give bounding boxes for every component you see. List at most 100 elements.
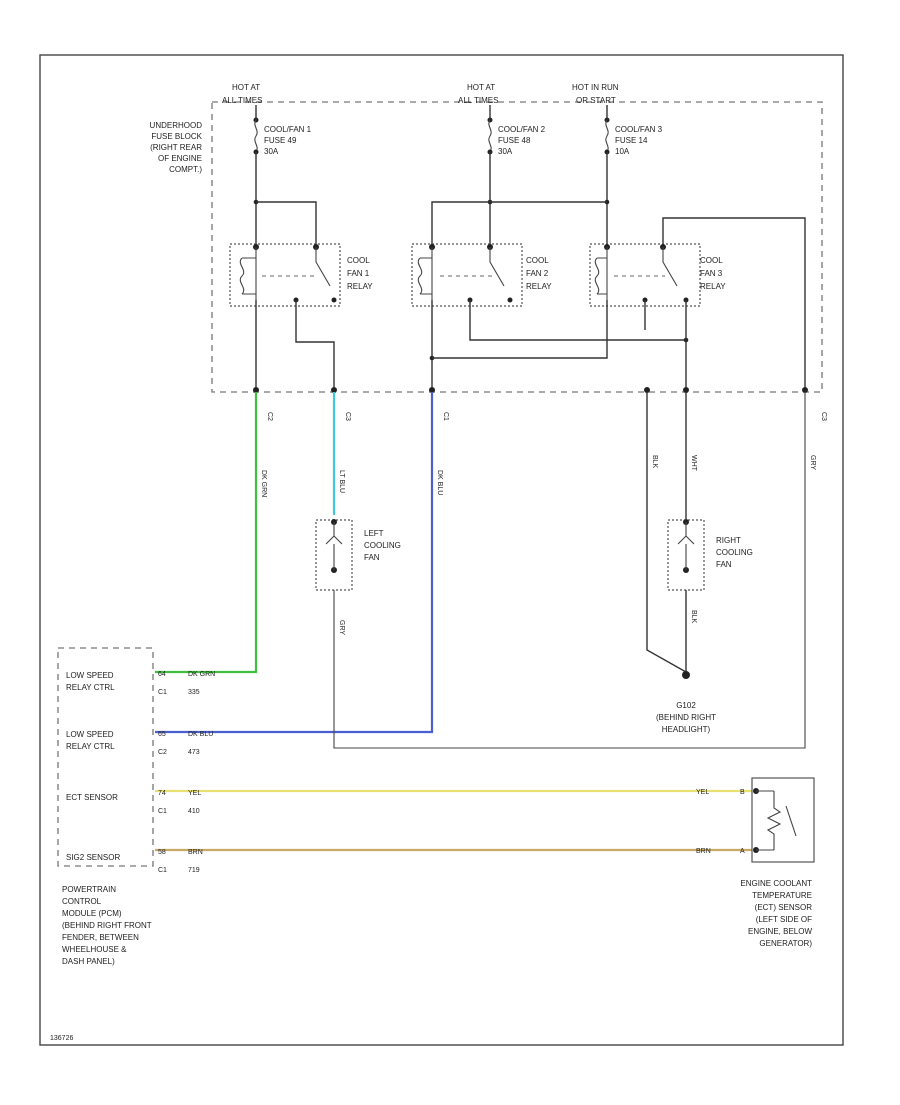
figure-id: 136726: [50, 1035, 73, 1042]
pcm-row-1-label-a: LOW SPEED: [66, 671, 114, 680]
pcm-row-3-conn: C1: [158, 808, 167, 815]
ground-name: G102: [676, 701, 696, 710]
pcm-row-1-label-b: RELAY CTRL: [66, 683, 115, 692]
relay-feed-wires: [253, 152, 806, 388]
svg-text:MODULE (PCM): MODULE (PCM): [62, 909, 122, 918]
pcm-row-2-circuit: 473: [188, 749, 200, 756]
fuse-1-number: FUSE 49: [264, 136, 297, 145]
fuse-block-label: UNDERHOOD FUSE BLOCK (RIGHT REAR OF ENGI…: [150, 121, 203, 174]
svg-text:ENGINE COOLANT: ENGINE COOLANT: [740, 879, 812, 888]
relay-2-coil-icon: [417, 257, 423, 295]
vlabel-gry-1: GRY: [809, 455, 816, 470]
feed-3-line2: OR START: [576, 96, 616, 105]
relay-1-switch-icon: [315, 247, 331, 287]
pcm-row-1-pin: 64: [158, 671, 166, 678]
ect-wire-brn: BRN: [696, 848, 711, 855]
right-fan-label-2: COOLING: [716, 548, 753, 557]
svg-text:CONTROL: CONTROL: [62, 897, 102, 906]
vertical-wire-labels: DK GRN LT BLU DK BLU BLK WHT GRY GRY BLK: [260, 455, 816, 635]
pcm-row-1: LOW SPEED RELAY CTRL 64 DK GRN C1 335: [66, 671, 215, 696]
pcm-row-2-label-b: RELAY CTRL: [66, 742, 115, 751]
cool-fan-2-relay: COOL FAN 2 RELAY: [411, 243, 552, 307]
wire-dk-blu: [155, 392, 434, 734]
ect-pin-a: A: [740, 848, 745, 855]
svg-text:(ECT) SENSOR: (ECT) SENSOR: [755, 903, 813, 912]
relay-3-label-2: FAN 3: [700, 269, 723, 278]
fuse-3-amps: 10A: [615, 147, 630, 156]
wire-blk-1: [646, 392, 687, 673]
svg-text:(BEHIND RIGHT FRONT: (BEHIND RIGHT FRONT: [62, 921, 152, 930]
relay-2-label-2: FAN 2: [526, 269, 549, 278]
pcm-box: [57, 647, 154, 867]
left-fan-label-2: COOLING: [364, 541, 401, 550]
pcm-row-4-conn: C1: [158, 867, 167, 874]
svg-text:DASH PANEL): DASH PANEL): [62, 957, 115, 966]
left-fan-label-1: LEFT: [364, 529, 384, 538]
pcm-row-4-circuit: 719: [188, 867, 200, 874]
pcm-row-4: SIG2 SENSOR 58 BRN C1 719: [66, 849, 203, 874]
relay-3-label-3: RELAY: [700, 282, 726, 291]
ground-loc-2: HEADLIGHT): [662, 725, 711, 734]
pcm-row-4-label: SIG2 SENSOR: [66, 853, 120, 862]
pcm-row-3-label: ECT SENSOR: [66, 793, 118, 802]
conn-c3-a: C3: [344, 412, 351, 421]
fuse-3-number: FUSE 14: [615, 136, 648, 145]
svg-text:WHEELHOUSE &: WHEELHOUSE &: [62, 945, 127, 954]
cool-fan-3-relay: COOL FAN 3 RELAY: [589, 243, 726, 307]
fuse-1-name: COOL/FAN 1: [264, 125, 312, 134]
vlabel-dk-grn: DK GRN: [260, 470, 267, 497]
fuse-2-amps: 30A: [498, 147, 513, 156]
ect-sensor: B A YEL BRN: [696, 777, 815, 863]
cool-fan-1-relay: COOL FAN 1 RELAY: [229, 243, 373, 307]
feed-2-line2: ALL TIMES: [458, 96, 498, 105]
conn-c1-a: C1: [442, 412, 449, 421]
svg-text:(LEFT SIDE OF: (LEFT SIDE OF: [756, 915, 812, 924]
pcm-row-3: ECT SENSOR 74 YEL C1 410: [66, 790, 201, 815]
fuse-block-label-4: OF ENGINE: [158, 154, 202, 163]
pcm-row-3-pin: 74: [158, 790, 166, 797]
pcm-row-3-circuit: 410: [188, 808, 200, 815]
feed-2-line1: HOT AT: [467, 83, 495, 92]
pcm-row-4-pin: 58: [158, 849, 166, 856]
pcm-row-1-conn: C1: [158, 689, 167, 696]
ect-wire-yel: YEL: [696, 789, 709, 796]
ground-loc-1: (BEHIND RIGHT: [656, 713, 716, 722]
left-fan-arrow-icon: [325, 535, 343, 545]
page-frame: [39, 54, 844, 1046]
svg-text:TEMPERATURE: TEMPERATURE: [752, 891, 812, 900]
pcm-row-4-wire: BRN: [188, 849, 203, 856]
fuse-1-amps: 30A: [264, 147, 279, 156]
svg-text:ENGINE, BELOW: ENGINE, BELOW: [748, 927, 812, 936]
right-fan-label-1: RIGHT: [716, 536, 741, 545]
pcm-row-2-label-a: LOW SPEED: [66, 730, 114, 739]
power-feed-2: HOT AT ALL TIMES: [458, 83, 498, 105]
fuse-3: COOL/FAN 3 FUSE 14 10A: [604, 117, 663, 156]
relay-3-coil-icon: [594, 257, 600, 295]
pcm-row-1-circuit: 335: [188, 689, 200, 696]
svg-text:POWERTRAIN: POWERTRAIN: [62, 885, 116, 894]
fuse-block-label-2: FUSE BLOCK: [151, 132, 202, 141]
relay-3-switch-icon: [662, 247, 678, 287]
fuse-3-name: COOL/FAN 3: [615, 125, 663, 134]
ect-thermistor-icon: [756, 790, 782, 851]
pcm-row-1-wire: DK GRN: [188, 671, 215, 678]
feed-1-line1: HOT AT: [232, 83, 260, 92]
vlabel-lt-blu: LT BLU: [338, 470, 345, 493]
ground-icon: [682, 671, 690, 679]
right-fan-arrow-icon: [677, 535, 695, 545]
fuse-block-label-3: (RIGHT REAR: [150, 143, 202, 152]
pcm-row-2-wire: DK BLU: [188, 731, 213, 738]
fuse-2-name: COOL/FAN 2: [498, 125, 546, 134]
feed-1-line2: ALL TIMES: [222, 96, 262, 105]
fuse-block-label-1: UNDERHOOD: [150, 121, 203, 130]
relay-1-coil-icon: [239, 257, 245, 295]
left-cooling-fan: LEFT COOLING FAN: [315, 519, 401, 591]
power-feed-3: HOT IN RUN OR START: [572, 83, 619, 105]
relay-1-label-1: COOL: [347, 256, 370, 265]
relay-2-switch-icon: [489, 247, 505, 287]
feed-3-line1: HOT IN RUN: [572, 83, 619, 92]
relay-1-label-3: RELAY: [347, 282, 373, 291]
pcm-row-3-wire: YEL: [188, 790, 201, 797]
